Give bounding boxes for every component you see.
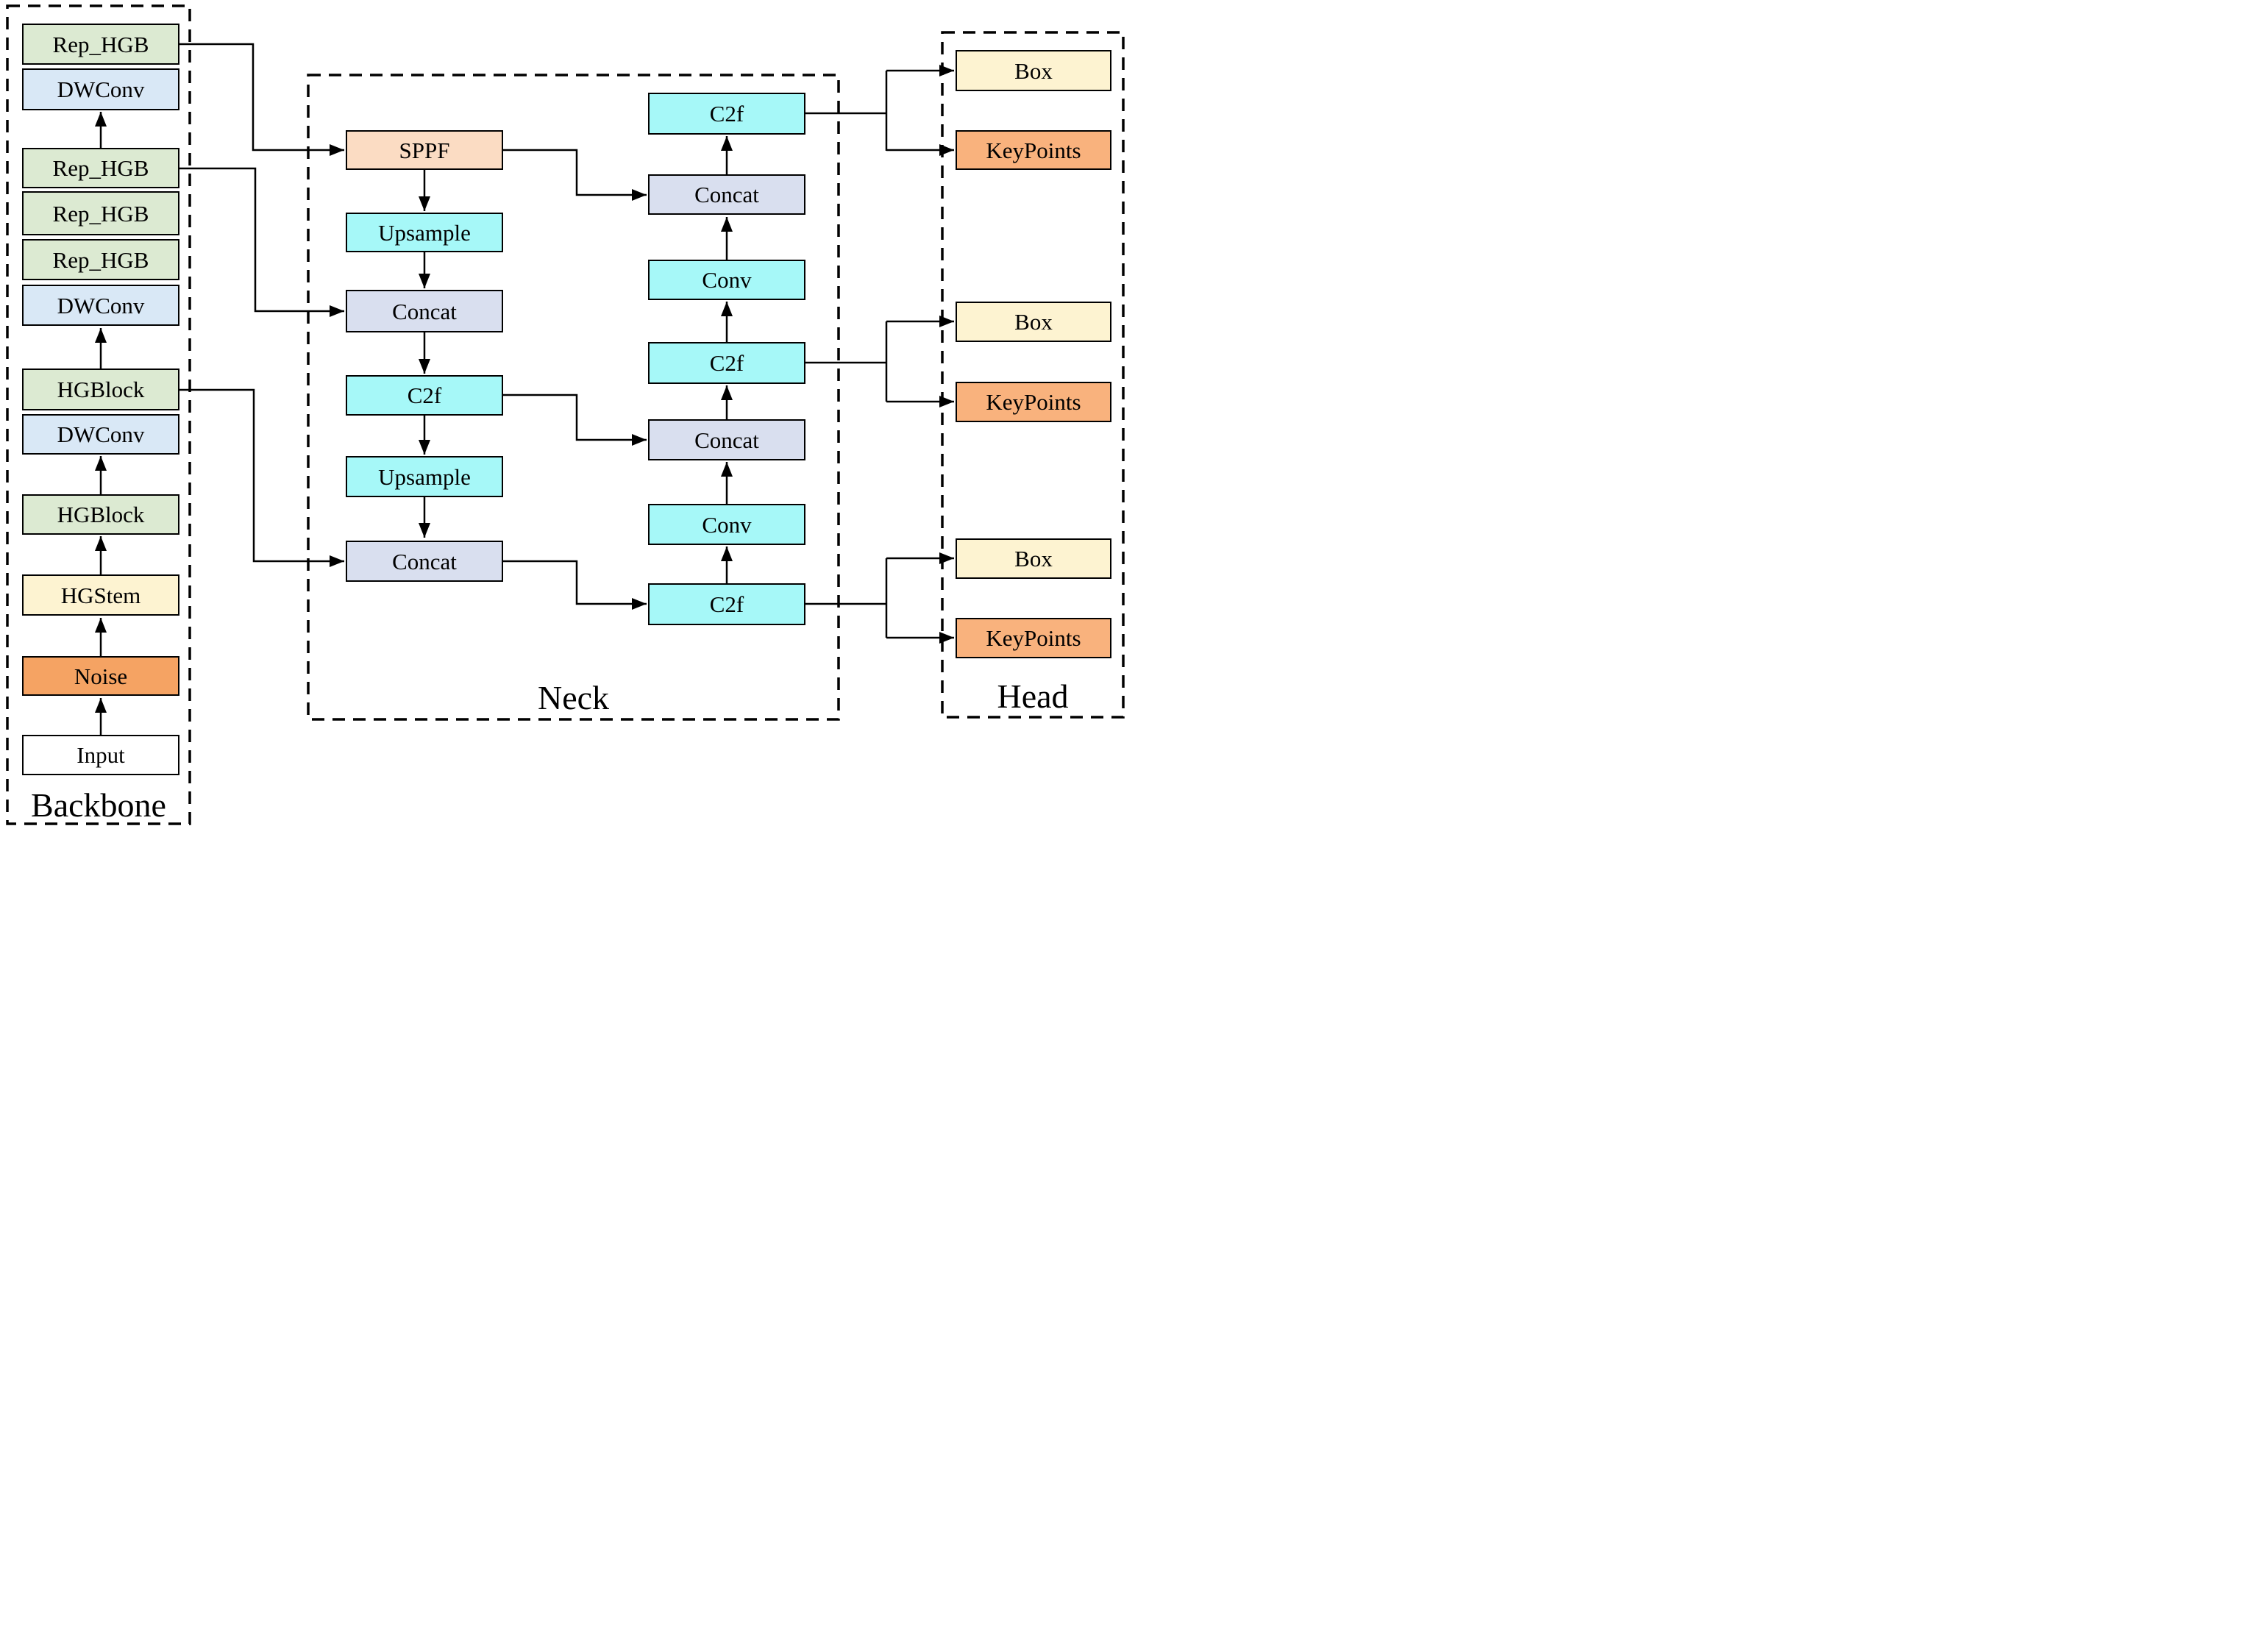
node-rep-hgb-4: Rep_HGB [22, 239, 179, 280]
connectors-layer [6, 4, 1125, 825]
node-dwconv-1: DWConv [22, 68, 179, 110]
node-conv-1: Conv [648, 260, 805, 300]
node-upsample-1: Upsample [346, 213, 503, 252]
node-concat-right-2: Concat [648, 419, 805, 460]
backbone-boundary [6, 4, 191, 825]
node-rep-hgb-3: Rep_HGB [22, 191, 179, 235]
node-concat-left-2: Concat [346, 541, 503, 582]
node-c2f-bottom: C2f [648, 583, 805, 625]
node-box-1: Box [956, 50, 1111, 91]
node-input: Input [22, 735, 179, 775]
node-hgstem: HGStem [22, 574, 179, 616]
head-boundary [941, 31, 1125, 719]
node-keypoints-2: KeyPoints [956, 382, 1111, 422]
node-keypoints-3: KeyPoints [956, 618, 1111, 658]
backbone-section-label: Backbone [31, 786, 166, 824]
node-keypoints-1: KeyPoints [956, 130, 1111, 170]
node-dwconv-3: DWConv [22, 414, 179, 455]
neck-cross-links [503, 149, 647, 610]
node-dwconv-2: DWConv [22, 285, 179, 326]
node-sppf: SPPF [346, 130, 503, 170]
backbone-to-neck-links [179, 43, 344, 567]
node-rep-hgb-2: Rep_HGB [22, 148, 179, 188]
node-conv-2: Conv [648, 504, 805, 545]
node-upsample-2: Upsample [346, 456, 503, 497]
node-c2f-left: C2f [346, 375, 503, 416]
node-concat-left-1: Concat [346, 290, 503, 332]
node-concat-right-1: Concat [648, 174, 805, 215]
neck-to-head-links [805, 64, 954, 644]
node-noise: Noise [22, 656, 179, 696]
node-rep-hgb-1: Rep_HGB [22, 24, 179, 65]
node-hgblock-1: HGBlock [22, 369, 179, 410]
neck-section-label: Neck [537, 679, 610, 716]
neck-boundary [307, 74, 840, 721]
head-section-label: Head [997, 677, 1069, 715]
node-c2f-mid: C2f [648, 342, 805, 384]
node-c2f-top: C2f [648, 93, 805, 135]
node-box-3: Box [956, 538, 1111, 579]
node-hgblock-2: HGBlock [22, 494, 179, 535]
node-box-2: Box [956, 302, 1111, 342]
architecture-diagram: Rep_HGB DWConv Rep_HGB Rep_HGB Rep_HGB D… [0, 0, 1130, 826]
